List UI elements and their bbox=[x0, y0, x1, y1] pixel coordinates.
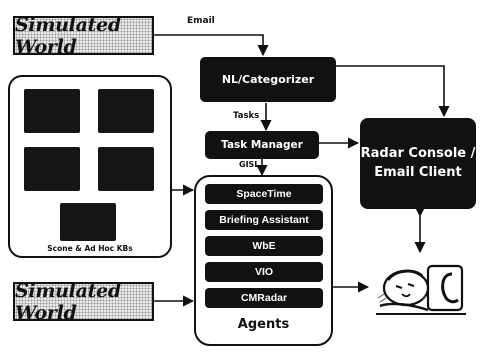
email-arrow bbox=[154, 34, 269, 57]
agent-cmradar: CMRadar bbox=[205, 288, 323, 308]
radar-console-label: Radar Console / Email Client bbox=[360, 145, 476, 180]
agent-wbe: WbE bbox=[205, 236, 323, 256]
simulated-world-top: Simulated World bbox=[13, 13, 154, 58]
tasks-label: Tasks bbox=[233, 111, 260, 121]
kbs-group: Scone & Ad Hoc KBs bbox=[8, 75, 172, 258]
agents-group: SpaceTime Briefing Assistant WbE VIO CMR… bbox=[194, 175, 333, 346]
agent-spacetime: SpaceTime bbox=[205, 184, 323, 204]
gisl-label: GISL bbox=[239, 160, 260, 169]
categorizer-to-radar-arrow bbox=[336, 65, 450, 118]
kbs-caption: Scone & Ad Hoc KBs bbox=[47, 244, 133, 253]
agent-vio: VIO bbox=[205, 262, 323, 282]
kb-block bbox=[60, 203, 116, 241]
agent-briefing-assistant: Briefing Assistant bbox=[205, 210, 323, 230]
task-manager-box: Task Manager bbox=[205, 131, 319, 159]
kb-block bbox=[24, 147, 80, 191]
simulated-world-bottom-label: Simulated World bbox=[15, 279, 121, 324]
email-label: Email bbox=[187, 16, 215, 26]
sleeping-user-icon bbox=[370, 254, 470, 320]
simulated-world-bottom: Simulated World bbox=[13, 279, 154, 324]
kb-block bbox=[98, 89, 154, 133]
simulated-world-top-label: Simulated World bbox=[15, 13, 121, 58]
agents-title: Agents bbox=[237, 317, 290, 332]
kb-block bbox=[24, 89, 80, 133]
kb-block bbox=[98, 147, 154, 191]
radar-console-box: Radar Console / Email Client bbox=[360, 118, 476, 209]
task-manager-label: Task Manager bbox=[221, 139, 303, 151]
categorizer-box: NL/Categorizer bbox=[200, 57, 336, 102]
categorizer-label: NL/Categorizer bbox=[221, 73, 315, 86]
